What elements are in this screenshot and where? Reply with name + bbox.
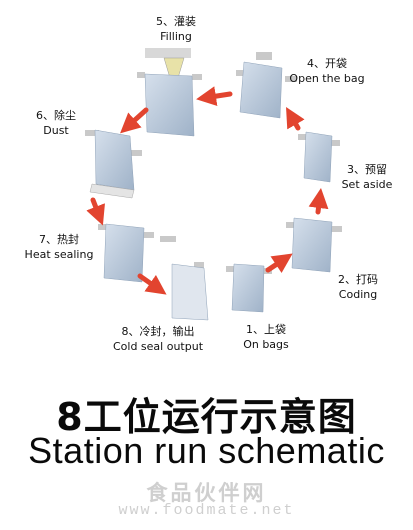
arrow-2-to-3 (308, 188, 329, 215)
label-en: Open the bag (289, 72, 365, 85)
title-chinese: 8工位运行示意图 (56, 395, 357, 439)
station-coding (286, 217, 342, 273)
label-cn: 4、开袋 (307, 57, 347, 70)
label-en: Dust (43, 124, 69, 137)
label-en: Set aside (341, 178, 393, 191)
arrow-4-to-5 (196, 86, 233, 107)
label-step-open-bag: 4、开袋 Open the bag (284, 56, 370, 86)
label-step-cold-seal: 8、冷封，输出 Cold seal output (100, 324, 216, 354)
station-cold-seal (160, 236, 209, 321)
label-step-set-aside: 3、预留 Set aside (336, 162, 398, 192)
watermark-chinese: 食品伙伴网 (146, 481, 267, 505)
label-cn: 7、热封 (39, 233, 79, 246)
station-diagram (85, 48, 342, 321)
arrow-7-to-8 (137, 273, 167, 295)
watermark-url: www.foodmate.net (118, 502, 295, 519)
label-en: Filling (160, 30, 192, 43)
label-step-coding: 2、打码 Coding (328, 272, 388, 302)
label-step-dust: 6、除尘 Dust (26, 108, 86, 138)
label-en: Coding (338, 288, 378, 301)
station-dust (85, 129, 142, 199)
label-cn: 5、灌装 (156, 15, 196, 28)
arrow-5-to-6 (120, 107, 149, 134)
label-cn: 6、除尘 (36, 109, 76, 122)
label-step-heat-seal: 7、热封 Heat sealing (18, 232, 100, 262)
label-cn: 1、上袋 (246, 323, 286, 336)
label-en: Cold seal output (112, 340, 204, 353)
label-step-on-bags: 1、上袋 On bags (236, 322, 296, 352)
label-step-filling: 5、灌装 Filling (146, 14, 206, 44)
station-heat-seal (98, 223, 154, 283)
label-en: On bags (243, 338, 289, 351)
arrow-3-to-4 (286, 107, 305, 131)
label-cn: 3、预留 (347, 163, 387, 176)
label-cn: 2、打码 (338, 273, 378, 286)
station-set-aside (298, 131, 340, 183)
title-english: Station run schematic (28, 430, 385, 471)
arrow-1-to-2 (265, 253, 293, 273)
station-on-bags (226, 263, 272, 313)
arrow-6-to-7 (86, 197, 105, 226)
label-en: Heat sealing (24, 248, 94, 261)
station-open-bag (236, 52, 297, 119)
label-cn: 8、冷封，输出 (121, 325, 195, 338)
station-filling-bag (137, 48, 202, 137)
